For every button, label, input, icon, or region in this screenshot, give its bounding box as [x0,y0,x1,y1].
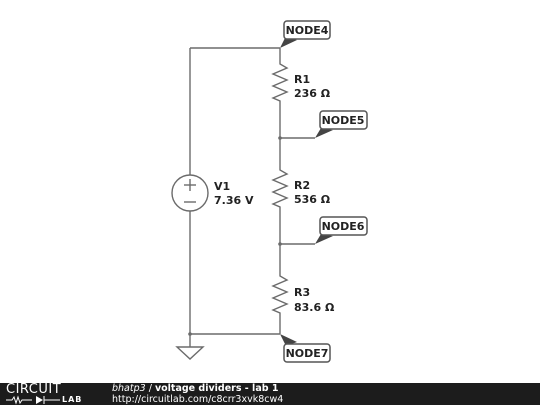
resistor-r2-zigzag [271,166,289,210]
circuit-meta: bhatp3 / voltage dividers - lab 1 http:/… [112,384,283,405]
wires [189,47,315,347]
node-label-node5: NODE5 [315,110,368,138]
node7-text: NODE7 [286,347,329,360]
r3-name: R3 [294,286,310,299]
node7-pointer [280,334,297,346]
r2-name: R2 [294,179,310,192]
logo-circuit-icon [6,395,60,405]
resistor-r1-zigzag [271,60,289,104]
resistor-r3-zigzag [271,272,289,316]
ground-symbol [175,346,205,360]
circuit-schematic: V1 7.36 V R1 236 Ω R2 536 Ω R3 83.6 Ω NO… [171,20,368,363]
junction-dot-ground [188,332,192,336]
footer-bar: CIRCUIT LAB bhatp3 / voltage dividers - … [0,383,540,405]
node-label-node7: NODE7 [280,334,331,363]
node6-text: NODE6 [322,220,365,233]
circuit-url[interactable]: http://circuitlab.com/c8crr3xvk8cw4 [112,394,284,405]
resistor-r2: R2 536 Ω [271,166,331,210]
source-value: 7.36 V [214,194,254,207]
circuit-title[interactable]: voltage dividers - lab 1 [154,383,279,394]
node5-box [319,110,368,130]
r1-value: 236 Ω [294,87,331,100]
resistor-r1: R1 236 Ω [271,60,331,104]
node-label-node6: NODE6 [315,216,368,244]
logo-text-lab: LAB [62,395,83,404]
node6-pointer [315,234,333,244]
resistor-r3: R3 83.6 Ω [271,272,335,316]
source-name: V1 [214,180,230,193]
node7-box [283,343,331,363]
logo-text-circuit: CIRCUIT [6,382,62,397]
r1-name: R1 [294,73,310,86]
author-name[interactable]: bhatp3 [112,383,146,394]
circuitlab-logo[interactable]: CIRCUIT LAB [6,383,106,405]
voltage-source-v1: V1 7.36 V [171,174,254,212]
r2-value: 536 Ω [294,193,331,206]
voltage-source-symbol [171,174,209,212]
junction-dot-node6 [278,242,282,246]
node4-box [283,20,331,40]
node4-text: NODE4 [286,24,329,37]
junction-dot-node5 [278,136,282,140]
path-separator: / [145,383,155,394]
node6-box [319,216,368,236]
node5-pointer [315,128,333,138]
r3-value: 83.6 Ω [294,301,335,314]
node-label-node4: NODE4 [280,20,331,48]
node5-text: NODE5 [322,114,365,127]
